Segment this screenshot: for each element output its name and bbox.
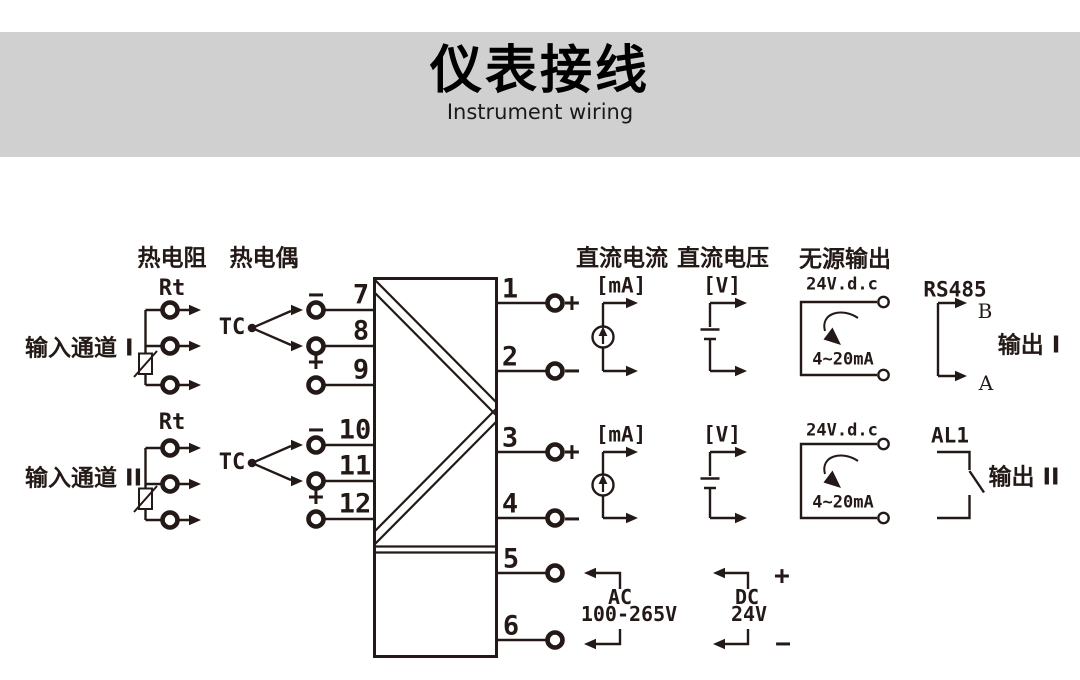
terminal-8: 8 (352, 315, 370, 347)
terminal-wires-left (324, 308, 375, 521)
tc-heading: 热电偶 (229, 245, 299, 272)
terminal-wires-right (496, 301, 546, 642)
relay-contact-symbol (937, 450, 985, 520)
rs485-symbol (936, 297, 967, 382)
title-band: 仪表接线 Instrument wiring (0, 32, 1080, 157)
v-unit-ch1: [V] (703, 273, 741, 298)
passive-output-heading: 无源输出 (799, 246, 891, 273)
terminal-3: 3 (501, 422, 519, 454)
terminal-2: 2 (501, 341, 519, 373)
ac-power-bracket (584, 567, 622, 650)
ma-unit-ch2: [mA] (595, 422, 647, 447)
rs485-label: RS485 (923, 277, 987, 302)
page-title: 仪表接线 (429, 41, 650, 101)
terminal-9: 9 (352, 354, 370, 386)
passive-supply-ch1: 24V.d.c (806, 274, 878, 295)
terminal-6: 6 (502, 610, 520, 642)
tc-plus-ch2: + (308, 482, 324, 512)
isolator-block (373, 277, 498, 658)
terminal-10: 10 (338, 414, 372, 446)
rs485-b-label: B (977, 299, 993, 323)
voltage-source-symbol-ch1 (700, 297, 747, 377)
output2-label: 输出 II (988, 464, 1060, 491)
terminal-2-polarity: − (564, 356, 580, 386)
al1-label: AL1 (931, 423, 969, 448)
output1-label: 输出 I (997, 332, 1061, 359)
rtd-symbol-ch2 (133, 438, 201, 530)
passive-range-ch2: 4~20mA (812, 492, 874, 513)
page-subtitle: Instrument wiring (446, 99, 634, 124)
dc-label: DC (734, 585, 760, 609)
passive-range-ch1: 4~20mA (812, 349, 874, 370)
tc-label-ch1: TC (218, 315, 246, 340)
rs485-a-label: A (978, 371, 994, 395)
tc-plus-ch1: + (308, 347, 324, 377)
terminal-4-polarity: − (564, 504, 580, 534)
passive-loop-symbol-ch1 (799, 295, 890, 382)
tc-minus-ch2: − (308, 415, 324, 445)
passive-supply-ch2: 24V.d.c (806, 420, 878, 441)
ac-range-label: 100-265V (580, 602, 678, 626)
current-source-symbol-ch1 (591, 297, 638, 377)
dc-power-bracket (713, 567, 750, 650)
terminal-5: 5 (502, 543, 520, 575)
rt-label-ch2: Rt (158, 410, 186, 435)
input-channel2-label: 输入通道 II (25, 465, 143, 492)
terminal-circles-left (306, 300, 326, 529)
terminal-3-polarity: + (564, 437, 580, 467)
current-source-symbol-ch2 (591, 446, 638, 524)
tc-label-ch2: TC (218, 450, 246, 475)
v-unit-ch2: [V] (703, 422, 741, 447)
input-channel1-label: 输入通道 I (25, 335, 134, 362)
terminal-1-polarity: + (564, 288, 580, 318)
rtd-symbol-ch1 (133, 300, 201, 395)
dc-voltage-heading: 直流电压 (677, 245, 769, 272)
terminal-11: 11 (338, 450, 372, 482)
rt-label-ch1: Rt (158, 276, 186, 301)
ac-label: AC (607, 585, 633, 609)
ma-unit-ch1: [mA] (595, 273, 647, 298)
dc-minus-sign: − (775, 629, 791, 659)
terminal-7: 7 (352, 279, 370, 311)
terminal-12: 12 (338, 488, 372, 520)
voltage-source-symbol-ch2 (700, 446, 747, 524)
tc-symbol-ch2 (247, 439, 303, 487)
tc-minus-ch1: − (308, 280, 324, 310)
terminal-4: 4 (501, 488, 519, 520)
tc-symbol-ch1 (247, 304, 303, 352)
dc-plus-sign: + (774, 561, 790, 591)
dc-current-heading: 直流电流 (576, 245, 668, 272)
terminal-1: 1 (501, 273, 519, 305)
passive-loop-symbol-ch2 (799, 437, 890, 525)
rtd-heading: 热电阻 (137, 245, 207, 272)
terminal-circles-right (545, 293, 565, 650)
dc-value-label: 24V (730, 602, 768, 626)
